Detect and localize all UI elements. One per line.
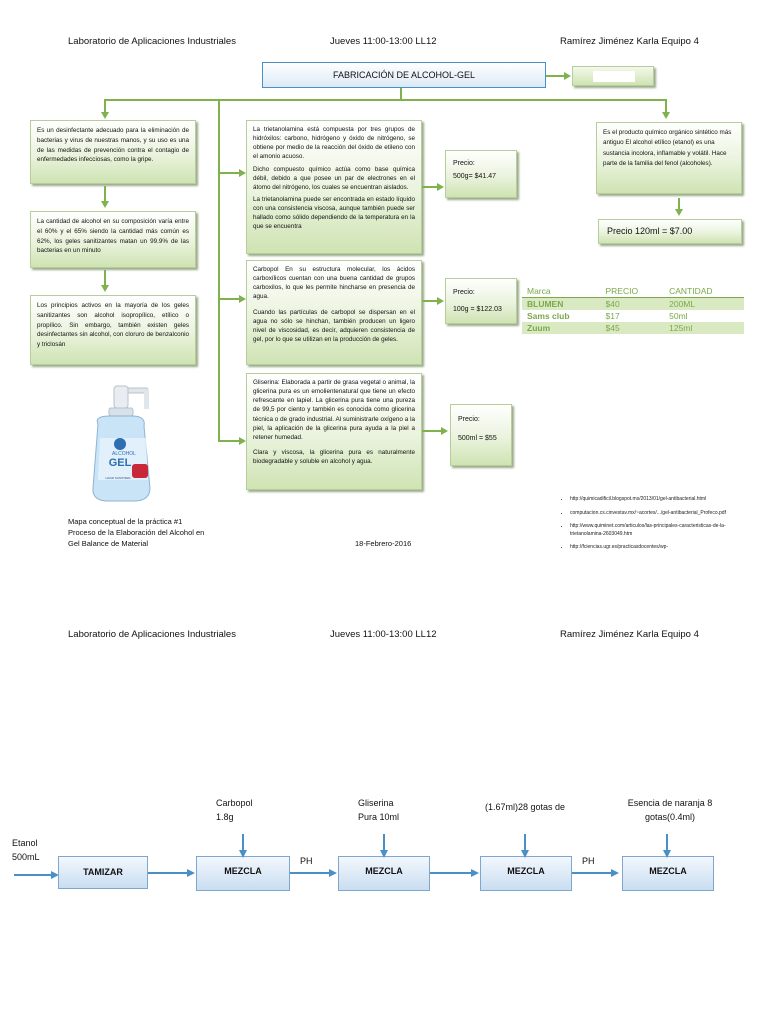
map-title: FABRICACIÓN DE ALCOHOL-GEL xyxy=(262,62,546,88)
flow-arrow xyxy=(14,874,52,876)
step-mezcla-4: MEZCLA xyxy=(622,856,714,891)
step-mezcla-1: MEZCLA xyxy=(196,856,290,891)
header-lab-2: Laboratorio de Aplicaciones Industriales xyxy=(68,629,236,640)
flow-arrowhead xyxy=(663,850,671,858)
input-etanol: Etanol 500mL xyxy=(12,838,40,863)
flow-arrow xyxy=(430,872,472,874)
flow-arrow xyxy=(666,834,668,852)
flow-arrow xyxy=(148,872,188,874)
price-box-etanol: Precio 120ml = $7.00 xyxy=(598,219,742,244)
header-schedule-2: Jueves 11:00-13:00 LL12 xyxy=(330,629,437,640)
arrow-down xyxy=(101,112,109,119)
addition-carbopol: Carbopol 1.8g xyxy=(216,798,253,823)
table-header: PRECIO xyxy=(605,286,639,296)
info-box-alcohol-content: La cantidad de alcohol en su composición… xyxy=(30,211,196,268)
flow-arrowhead xyxy=(380,850,388,858)
connector xyxy=(665,99,667,113)
flow-arrowhead xyxy=(611,869,619,877)
reference-link[interactable]: computacion.cs.cinvestav.mx/~acortes/...… xyxy=(570,510,750,518)
connector xyxy=(678,198,680,210)
flow-arrowhead xyxy=(239,850,247,858)
flow-arrowhead xyxy=(471,869,479,877)
title-connector xyxy=(546,75,566,77)
header-lab: Laboratorio de Aplicaciones Industriales xyxy=(68,36,236,47)
header-schedule: Jueves 11:00-13:00 LL12 xyxy=(330,36,437,47)
ph-label-1: PH xyxy=(300,856,313,866)
arrow-right xyxy=(239,295,246,303)
info-box-etanol: Es el producto químico orgánico sintétic… xyxy=(596,122,742,194)
arrow-down xyxy=(101,201,109,208)
connector xyxy=(104,270,106,286)
reference-link[interactable]: http://quimicadificil.blogspot.mx/2013/0… xyxy=(570,496,750,504)
flow-arrow xyxy=(383,834,385,852)
info-box-trietanolamina: La trietanolamina está compuesta por tre… xyxy=(246,120,422,254)
connector xyxy=(422,186,438,188)
flow-arrowhead xyxy=(329,869,337,877)
connector xyxy=(104,186,106,202)
flow-arrowhead xyxy=(187,869,195,877)
table-row: Sams club $17 50ml xyxy=(527,311,688,321)
arrow-right xyxy=(239,169,246,177)
connector xyxy=(422,430,442,432)
ph-label-2: PH xyxy=(582,856,595,866)
price-box-trietanolamina: Precio:500g= $41.47 xyxy=(445,150,517,198)
flow-arrow xyxy=(524,834,526,852)
info-box-definition: Es un desinfectante adecuado para la eli… xyxy=(30,120,196,184)
connector xyxy=(400,88,402,100)
arrow-down xyxy=(662,112,670,119)
connector xyxy=(218,99,220,441)
reference-link[interactable]: http://www.quiminet.com/articulos/las-pr… xyxy=(570,523,750,538)
arrow-right xyxy=(437,183,444,191)
info-box-active-principles: Los principios activos en la mayoría de … xyxy=(30,295,196,365)
title-side-box xyxy=(572,66,654,86)
table-row: BLUMEN $40 200ML xyxy=(522,297,744,310)
table-header: Marca xyxy=(527,286,551,296)
arrow-right xyxy=(239,437,246,445)
header-author: Ramírez Jiménez Karla Equipo 4 xyxy=(560,36,699,47)
step-mezcla-2: MEZCLA xyxy=(338,856,430,891)
addition-drops: (1.67ml)28 gotas de xyxy=(484,802,566,812)
flow-arrow xyxy=(242,834,244,852)
price-box-glicerina: Precio:500ml = $55 xyxy=(450,404,512,466)
connector xyxy=(218,440,240,442)
price-box-carbopol: Precio:100g = $122.03 xyxy=(445,278,517,324)
step-tamizar: TAMIZAR xyxy=(58,856,148,889)
table-header: CANTIDAD xyxy=(669,286,713,296)
arrow-right xyxy=(437,297,444,305)
title-arrow xyxy=(564,72,571,80)
flow-arrow xyxy=(290,872,330,874)
header-author-2: Ramírez Jiménez Karla Equipo 4 xyxy=(560,629,699,640)
arrow-down xyxy=(101,285,109,292)
flow-arrowhead xyxy=(521,850,529,858)
alcohol-gel-bottle-image: ALCOHOL GEL HAND SANITIZER xyxy=(84,380,164,505)
connector xyxy=(218,298,240,300)
info-box-carbopol: Carbopol En su estructura molecular, los… xyxy=(246,260,422,365)
connector xyxy=(422,300,438,302)
arrow-down xyxy=(675,209,683,216)
addition-esencia: Esencia de naranja 8 gotas(0.4ml) xyxy=(627,798,713,823)
step-mezcla-3: MEZCLA xyxy=(480,856,572,891)
addition-gliserina: Gliserina Pura 10ml xyxy=(358,798,400,823)
footer-caption: Mapa conceptual de la práctica #1 Proces… xyxy=(68,517,205,548)
reference-link[interactable]: http://fciencias.ugr.es/practicasdocente… xyxy=(570,544,750,552)
connector xyxy=(104,99,106,113)
footer-date: 18-Febrero-2016 xyxy=(355,539,412,548)
flow-arrow xyxy=(572,872,612,874)
brands-table: Marca PRECIO CANTIDAD BLUMEN $40 200ML S… xyxy=(522,285,744,334)
arrow-right xyxy=(441,427,448,435)
references-list: http://quimicadificil.blogspot.mx/2013/0… xyxy=(556,496,750,558)
connector xyxy=(104,99,666,101)
connector xyxy=(218,172,240,174)
table-row: Zuum $45 125ml xyxy=(522,322,744,334)
info-box-glicerina: Gliserina: Elaborada a partir de grasa v… xyxy=(246,373,422,490)
flow-arrowhead xyxy=(51,871,59,879)
